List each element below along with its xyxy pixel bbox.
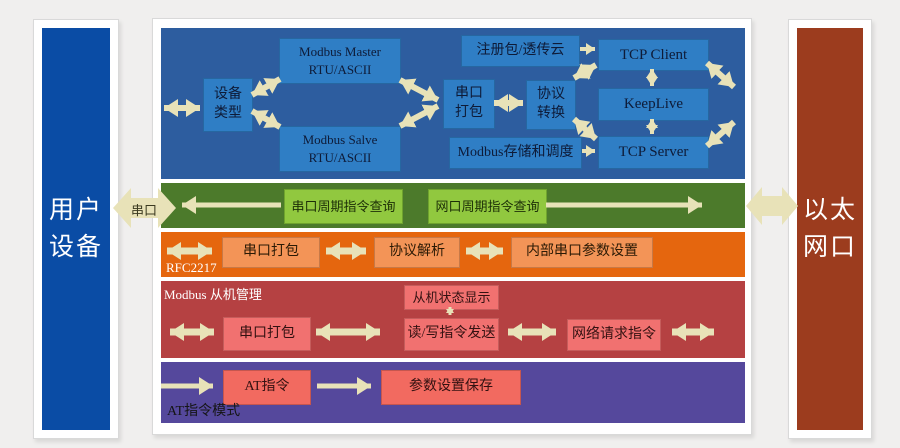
band-protocol: 设备 类型 Modbus Master RTU/ASCII Modbus Sal… xyxy=(161,28,745,179)
tcp-server-box: TCP Server xyxy=(598,136,709,169)
serial-port-arrow-label: 串口 xyxy=(130,203,157,218)
band-rfc2217: 串口打包 协议解析 内部串口参数设置 RFC2217 xyxy=(161,232,745,277)
tcp-client-box: TCP Client xyxy=(598,39,709,71)
serial-pack-box-blue: 串口 打包 xyxy=(443,79,495,129)
modbus-slave-label: Modbus Salve RTU/ASCII xyxy=(302,132,378,165)
serial-pack-box-red: 串口打包 xyxy=(223,317,311,351)
diagram-panel: 设备 类型 Modbus Master RTU/ASCII Modbus Sal… xyxy=(152,18,752,435)
net-request-box: 网络请求指令 xyxy=(567,319,661,351)
tcp-client-label: TCP Client xyxy=(619,46,688,63)
device-type-label: 设备 类型 xyxy=(214,87,242,121)
band-modbus-slave-mgmt: Modbus 从机管理 从机状态显示 串口打包 读/写指令发送 网络请求指令 xyxy=(161,281,745,358)
net-poll-label: 网口周期指令查询 xyxy=(435,198,540,214)
band-polling: 串口周期指令查询 网口周期指令查询 xyxy=(161,183,745,228)
param-save-box: 参数设置保存 xyxy=(381,370,521,405)
at-command-box: AT指令 xyxy=(223,370,311,405)
protocol-convert-label: 协议 转换 xyxy=(537,87,565,121)
serial-poll-label: 串口周期指令查询 xyxy=(291,198,396,214)
user-device-panel: 用户 设备 xyxy=(33,19,119,439)
ethernet-label: 以太 网口 xyxy=(802,195,857,262)
rfc2217-label: RFC2217 xyxy=(166,260,217,275)
modbus-storage-box: Modbus存储和调度 xyxy=(449,137,582,169)
user-device-box: 用户 设备 xyxy=(42,28,110,430)
at-command-label: AT指令 xyxy=(244,379,290,395)
modbus-master-label: Modbus Master RTU/ASCII xyxy=(299,44,381,77)
register-packet-label: 注册包/透传云 xyxy=(476,42,565,58)
param-save-label: 参数设置保存 xyxy=(409,379,493,395)
modbus-storage-label: Modbus存储和调度 xyxy=(457,144,574,160)
rw-command-box: 读/写指令发送 xyxy=(404,318,499,351)
modbus-slave-mgmt-label: Modbus 从机管理 xyxy=(164,287,262,302)
serial-pack-label-orange: 串口打包 xyxy=(243,244,299,260)
keeplive-box: KeepLive xyxy=(598,88,709,121)
net-poll-box: 网口周期指令查询 xyxy=(428,189,547,224)
serial-pack-box-orange: 串口打包 xyxy=(222,237,320,268)
modbus-slave-box: Modbus Salve RTU/ASCII xyxy=(279,126,401,172)
device-type-box: 设备 类型 xyxy=(203,78,253,132)
protocol-convert-box: 协议 转换 xyxy=(526,80,576,130)
keeplive-label: KeepLive xyxy=(623,96,684,113)
serial-pack-label-red: 串口打包 xyxy=(239,325,295,341)
internal-serial-params-box: 内部串口参数设置 xyxy=(511,237,653,268)
register-packet-box: 注册包/透传云 xyxy=(461,35,580,67)
slave-status-label: 从机状态显示 xyxy=(412,289,491,305)
slave-status-box: 从机状态显示 xyxy=(404,285,499,310)
net-request-label: 网络请求指令 xyxy=(572,326,656,342)
tcp-server-label: TCP Server xyxy=(618,144,689,161)
at-mode-label: AT指令模式 xyxy=(167,404,241,419)
modbus-master-box: Modbus Master RTU/ASCII xyxy=(279,38,401,84)
ethernet-panel: 以太 网口 xyxy=(788,19,872,439)
ethernet-box: 以太 网口 xyxy=(797,28,863,430)
protocol-parse-label: 协议解析 xyxy=(389,244,445,260)
serial-pack-label-blue: 串口 打包 xyxy=(455,86,483,120)
rw-command-label: 读/写指令发送 xyxy=(407,326,496,342)
protocol-parse-box: 协议解析 xyxy=(374,237,460,268)
internal-serial-params-label: 内部串口参数设置 xyxy=(526,244,638,260)
band-at-mode: AT指令 参数设置保存 AT指令模式 xyxy=(161,362,745,423)
serial-poll-box: 串口周期指令查询 xyxy=(284,189,403,224)
user-device-label: 用户 设备 xyxy=(48,195,103,262)
